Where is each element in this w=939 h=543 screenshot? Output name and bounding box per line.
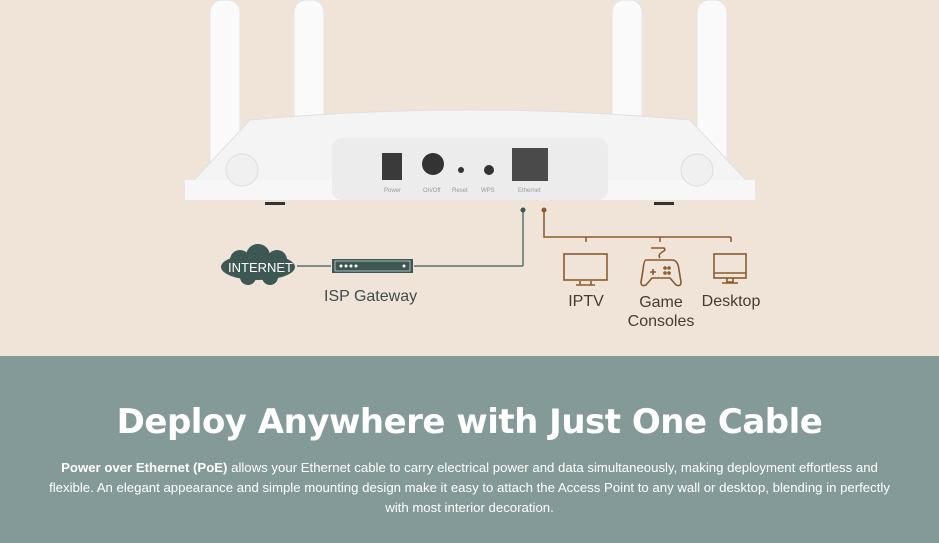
section-title: Deploy Anywhere with Just One Cable [116,402,823,442]
internet-cloud-icon [221,244,295,285]
internet-label: INTERNET [228,260,293,275]
port-label-reset: Reset [452,188,468,194]
poe-highlight: Power over Ethernet (PoE) [61,460,228,475]
tv-icon [563,253,608,286]
access-point-illustration [183,0,757,287]
device-label-desktop: Desktop [701,293,761,310]
section-description: Power over Ethernet (PoE) allows your Et… [40,458,899,518]
port-label-power: Power [384,188,402,194]
device-label-game: Game Consoles [627,294,695,330]
gateway-label: ISP Gateway [324,288,418,305]
gateway-icon [332,259,413,273]
port-label-ethernet: Ethernet [518,188,541,194]
gamepad-icon [640,247,682,287]
feature-section: Deploy Anywhere with Just One Cable Powe… [0,356,939,543]
device-label-iptv: IPTV [568,293,604,310]
description-text: allows your Ethernet cable to carry elec… [49,460,890,515]
diagram-section: Power On/Off Reset WPS Ethernet INTERNET… [183,0,761,330]
port-label-wps: WPS [481,188,495,194]
desktop-icon [713,253,747,284]
port-label-onoff: On/Off [423,188,441,194]
